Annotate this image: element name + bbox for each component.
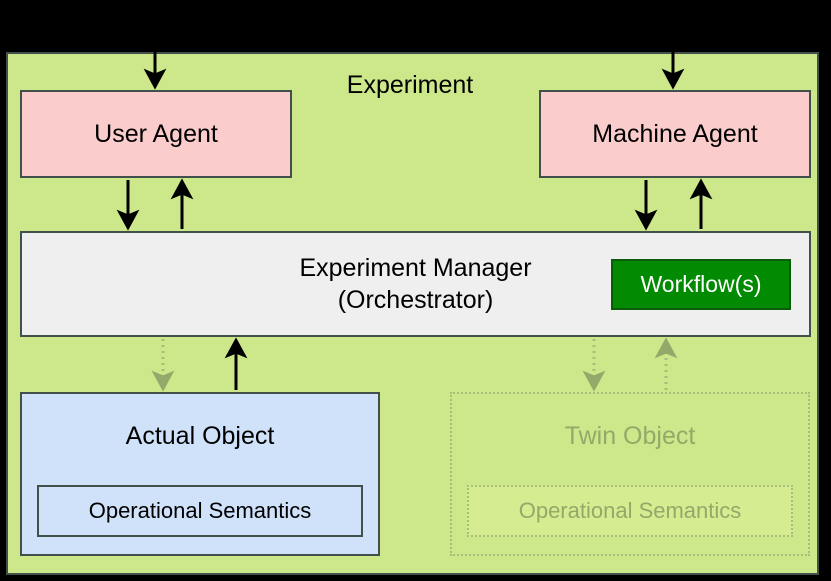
twin-object-operational-semantics-box[interactable]: Operational Semantics (467, 485, 793, 537)
twin-object-box[interactable]: Twin Object (450, 392, 810, 556)
machine-agent-label: Machine Agent (592, 119, 758, 148)
user-agent-label: User Agent (94, 119, 218, 148)
experiment-title: Experiment (346, 70, 474, 99)
experiment-manager-label-line1: Experiment Manager (299, 254, 532, 282)
twin-object-title: Twin Object (564, 422, 696, 450)
workflows-box[interactable]: Workflow(s) (611, 259, 791, 310)
actual-object-operational-semantics-label: Operational Semantics (88, 498, 312, 523)
user-agent-box[interactable]: User Agent (20, 90, 292, 178)
actual-object-operational-semantics-box[interactable]: Operational Semantics (37, 485, 363, 537)
experiment-manager-label: Experiment Manager (Orchestrator) (299, 252, 531, 316)
twin-object-operational-semantics-label: Operational Semantics (518, 498, 742, 523)
experiment-manager-label-line2: (Orchestrator) (337, 286, 494, 314)
experiment-manager-box[interactable]: Experiment Manager (Orchestrator) (20, 231, 811, 337)
workflows-label: Workflow(s) (640, 271, 762, 297)
actual-object-title: Actual Object (125, 422, 275, 450)
machine-agent-box[interactable]: Machine Agent (539, 90, 811, 178)
